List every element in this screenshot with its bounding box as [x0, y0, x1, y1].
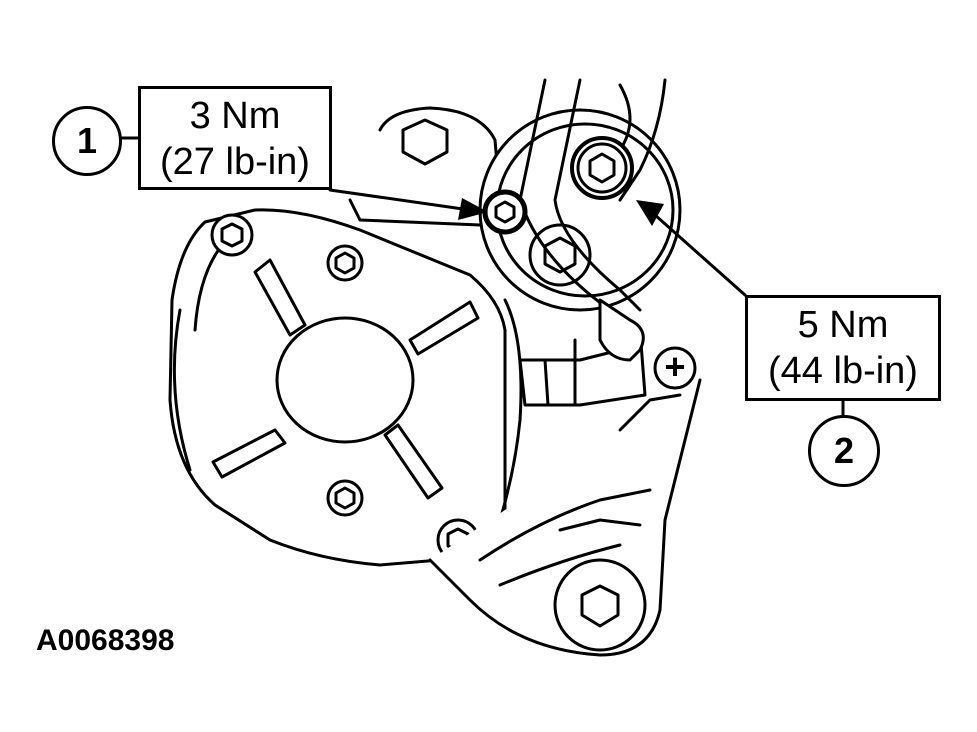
figure-id: A0068398 [36, 624, 175, 657]
battery-terminal-nut [570, 136, 634, 200]
arrowhead-2 [636, 200, 664, 226]
arrowhead-1 [458, 198, 488, 220]
torque-label-box-1: 3 Nm (27 lb-in) [138, 86, 332, 190]
torque-value-lbin-2: (44 lb-in) [768, 350, 918, 392]
callout-number-2-text: 2 [833, 430, 855, 471]
torque-value-lbin-1: (27 lb-in) [160, 141, 310, 183]
torque-value-nm-2: 5 Nm [797, 304, 889, 346]
mounting-flange [378, 106, 702, 657]
motor-end-frame [168, 208, 523, 567]
motor-hub [275, 316, 415, 444]
torque-value-nm-1: 3 Nm [189, 95, 281, 137]
torque-label-box-2: 5 Nm (44 lb-in) [745, 295, 941, 401]
positive-terminal-symbol: + [664, 346, 686, 387]
callout-number-1-text: 1 [76, 120, 98, 161]
leader-arrow-2 [653, 213, 747, 297]
positive-terminal-marker [653, 346, 697, 390]
callout-number-2: 2 [808, 415, 880, 487]
small-terminal-nut [482, 189, 528, 235]
leader-arrow-1 [328, 188, 472, 212]
callout-number-1: 1 [52, 106, 122, 176]
